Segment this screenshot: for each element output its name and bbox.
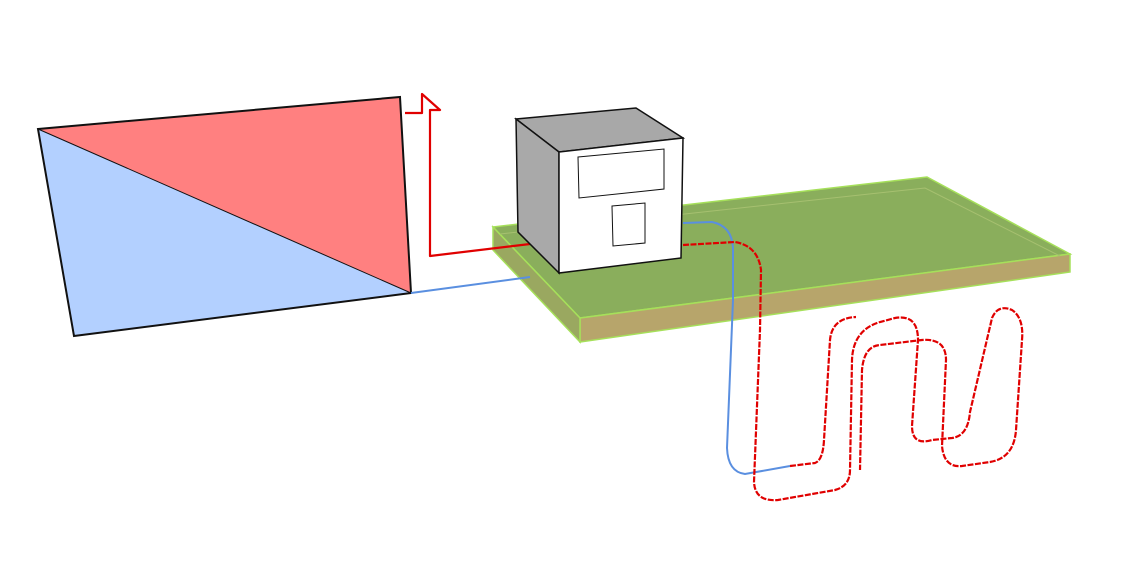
slab-left-face: [492, 225, 581, 344]
panel-diagonal: [37, 128, 412, 294]
panel-blue-triangle: [38, 129, 411, 336]
solar-collector-panel: [36, 95, 413, 338]
house-door: [611, 202, 646, 247]
return-pipe-panel-link: [410, 276, 531, 294]
house-window: [577, 148, 665, 199]
house-box: [514, 107, 686, 275]
ground-loop-inner-turn: [789, 315, 857, 468]
ground-loop-return-pipe: [682, 220, 791, 476]
panel-red-triangle: [38, 97, 411, 293]
supply-pipe: [405, 92, 531, 258]
ground-loop-coil: [682, 240, 1024, 502]
